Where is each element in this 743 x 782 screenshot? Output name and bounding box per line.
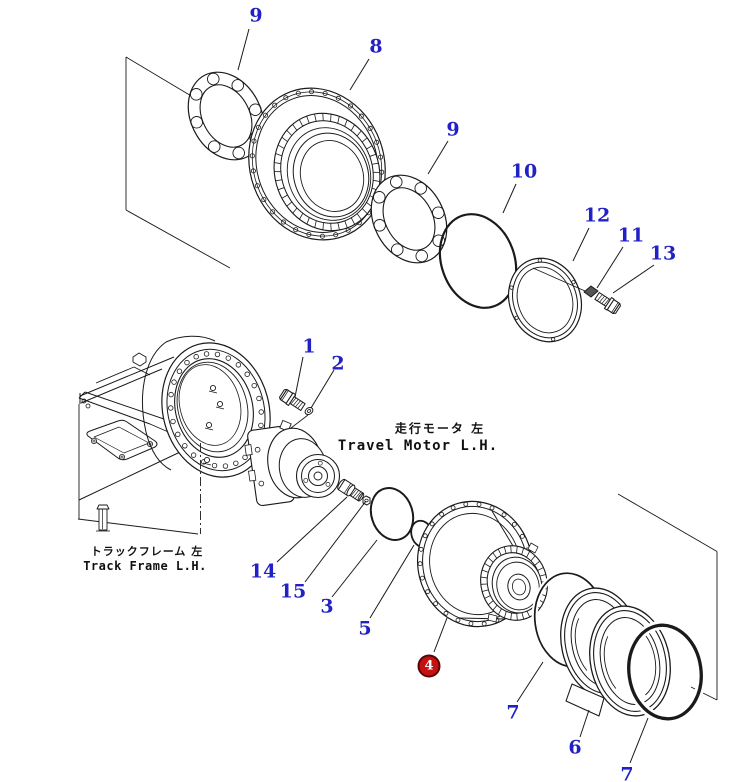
track-frame-caption-en: Track Frame L.H. [83, 559, 207, 573]
callout-8[interactable]: 8 [369, 35, 383, 58]
bolt-1 [278, 388, 306, 411]
hub-4 [416, 500, 548, 628]
callout-11[interactable]: 11 [617, 224, 645, 247]
o-ring-3 [369, 487, 415, 541]
seal-tag-6 [565, 683, 605, 717]
o-ring-10 [438, 213, 518, 309]
callout-3[interactable]: 3 [320, 595, 334, 618]
track-frame-caption-jp: トラックフレーム 左 [90, 545, 204, 558]
callout-9[interactable]: 9 [446, 118, 460, 141]
travel-motor-caption-jp: 走行モータ 左 [394, 421, 486, 436]
washer-2 [290, 406, 314, 429]
callout-2[interactable]: 2 [331, 352, 345, 375]
travel-motor-caption-en: Travel Motor L.H. [337, 438, 499, 454]
cover-ring-12 [508, 257, 586, 343]
leader-lines [237, 28, 655, 764]
track-frame [77, 335, 271, 535]
bolt-13 [594, 292, 622, 315]
o-ring-7b [624, 620, 706, 724]
callout-7[interactable]: 7 [506, 701, 520, 724]
callout-4-highlighted[interactable]: 4 [417, 654, 441, 678]
callout-5[interactable]: 5 [358, 617, 372, 640]
bearing-9b [370, 174, 448, 264]
travel-motor [244, 419, 341, 507]
callout-13[interactable]: 13 [649, 242, 677, 265]
callout-9[interactable]: 9 [249, 4, 263, 27]
callout-12[interactable]: 12 [583, 204, 611, 227]
callout-6[interactable]: 6 [568, 736, 582, 759]
callout-15[interactable]: 15 [279, 580, 307, 603]
callout-14[interactable]: 14 [249, 560, 277, 583]
shim-11 [583, 285, 599, 298]
plug-14 [337, 478, 365, 502]
callout-10[interactable]: 10 [510, 160, 538, 183]
callout-7[interactable]: 7 [620, 763, 634, 782]
ring-gear-8 [248, 87, 386, 241]
callout-1[interactable]: 1 [302, 335, 316, 358]
